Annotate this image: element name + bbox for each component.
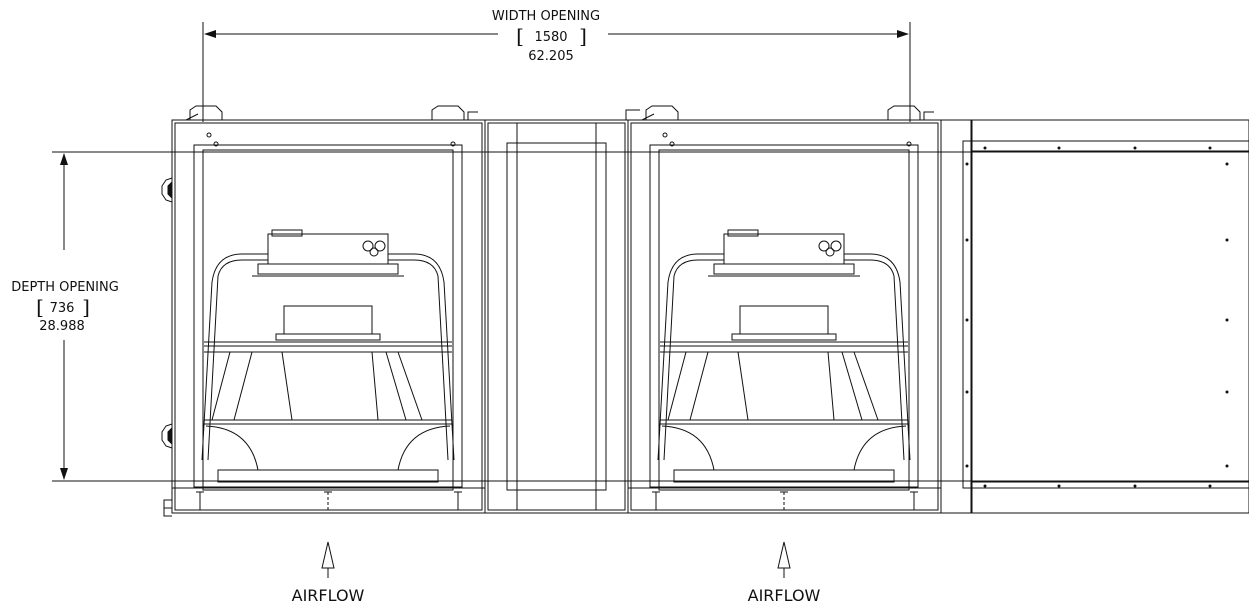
airflow-label-2: AIRFLOW xyxy=(748,586,821,605)
width-opening-imperial: 62.205 xyxy=(528,49,574,64)
depth-opening-imperial: 28.988 xyxy=(39,319,85,334)
width-bracket-right: ] xyxy=(579,24,587,48)
width-opening-metric: 1580 xyxy=(534,30,567,45)
spacer-panel xyxy=(484,109,640,514)
width-opening-dimension: WIDTH OPENING [ 1580 ] 62.205 xyxy=(202,9,911,122)
depth-bracket-left: [ xyxy=(36,295,44,319)
depth-opening-metric: 736 xyxy=(50,301,75,316)
width-opening-label: WIDTH OPENING xyxy=(492,9,600,24)
airflow-indicator-1: AIRFLOW xyxy=(292,541,365,605)
airflow-arrow-icon xyxy=(777,541,791,578)
airflow-indicator-2: AIRFLOW xyxy=(748,541,821,605)
fan-module-1 xyxy=(171,105,486,514)
depth-bracket-right: ] xyxy=(82,295,90,319)
blank-panel-right xyxy=(940,119,1249,514)
depth-opening-dimension: DEPTH OPENING [ 736 ] 28.988 xyxy=(11,151,1249,482)
depth-opening-label: DEPTH OPENING xyxy=(11,280,119,295)
airflow-label-1: AIRFLOW xyxy=(292,586,365,605)
fan-module-2 xyxy=(627,105,942,514)
side-latches xyxy=(161,177,173,517)
airflow-arrow-icon xyxy=(321,541,335,578)
width-bracket-left: [ xyxy=(516,24,524,48)
